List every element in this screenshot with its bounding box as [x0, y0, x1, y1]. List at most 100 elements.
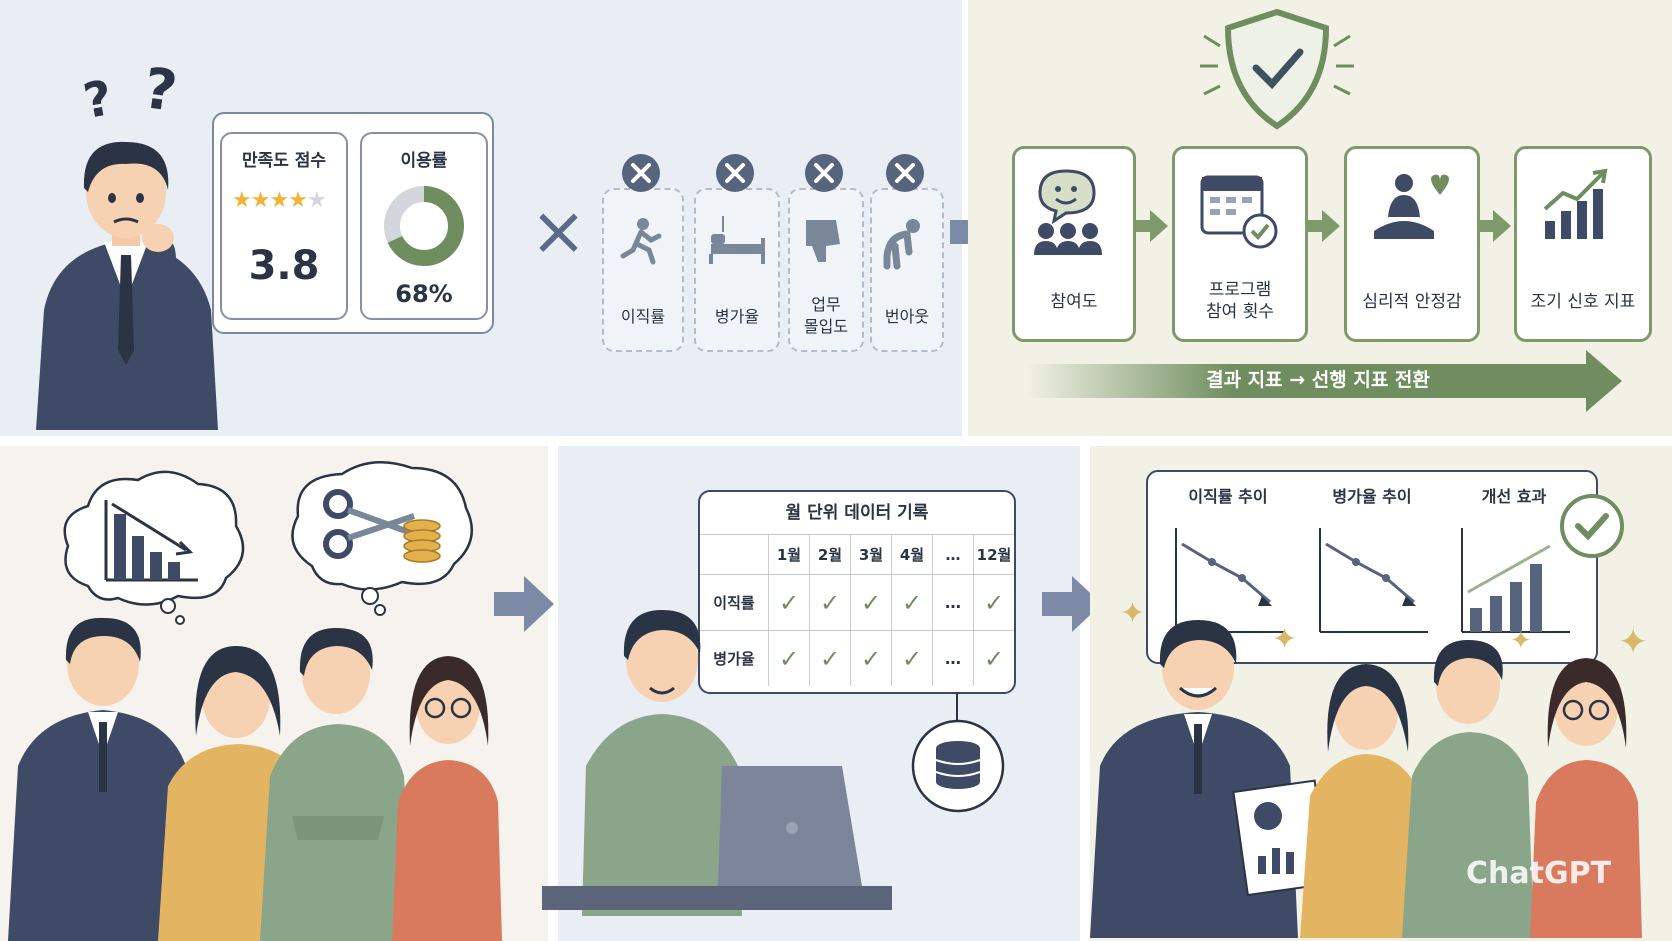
panel-improvement: 이직률 추이 병가율 추이 개선 효과 ✦ ✦ ✦ ✦ ChatGPT	[1090, 446, 1672, 941]
month-header: …	[932, 534, 973, 574]
panel-budget-concern	[0, 446, 554, 941]
ellipsis-cell: …	[932, 630, 973, 686]
excluded-indicator-card: 업무 몰입도	[788, 188, 864, 352]
month-header: 12월	[973, 534, 1014, 574]
banner-text: 결과 지표 → 선행 지표 전환	[1206, 369, 1430, 391]
shield-check-icon	[1200, 8, 1354, 130]
star-icon: ★	[288, 188, 308, 213]
check-cell: ✓	[850, 574, 891, 630]
indicator-icon	[709, 216, 765, 264]
excluded-x-icon	[716, 154, 754, 192]
table-corner-cell	[700, 534, 768, 574]
step-icon	[1200, 175, 1278, 249]
excluded-indicator-card: 번아웃	[870, 188, 944, 352]
step-icon	[1374, 174, 1449, 239]
check-cell: ✓	[973, 630, 1014, 686]
star-icon: ★	[269, 188, 289, 213]
thinking-man-illustration	[36, 141, 218, 430]
step-icon	[1543, 168, 1608, 239]
trend-chart	[1319, 528, 1428, 633]
thought-bubble-scissors-coins	[291, 461, 474, 616]
satisfaction-label: 만족도 점수	[241, 151, 327, 171]
excluded-x-icon	[886, 154, 924, 192]
indicator-icon	[620, 218, 662, 265]
row-label: 이직률	[700, 574, 768, 630]
check-cell: ✓	[809, 630, 850, 686]
sparkle-icon: ✦	[1272, 622, 1298, 657]
check-cell: ✓	[768, 574, 809, 630]
check-circle-icon	[1560, 494, 1624, 558]
usage-percent: 68%	[395, 280, 453, 308]
indicator-step-label: 심리적 안정감	[1362, 292, 1462, 312]
trend-chart	[1461, 528, 1570, 633]
indicator-step-card: 조기 신호 지표	[1514, 146, 1652, 342]
trend-chart-title: 개선 효과	[1481, 487, 1547, 506]
right-arrow-icon	[1042, 576, 1102, 632]
ellipsis-cell: …	[932, 574, 973, 630]
indicator-step-label: 프로그램 참여 횟수	[1206, 280, 1274, 322]
check-cell: ✓	[891, 630, 932, 686]
thought-bubble-declining-chart	[63, 470, 245, 625]
indicator-step-card: 프로그램 참여 횟수	[1172, 146, 1308, 342]
celebrating-team-illustration	[1090, 620, 1642, 938]
month-header: 1월	[768, 534, 809, 574]
excluded-indicator-label: 번아웃	[884, 307, 930, 326]
star-icon: ★	[232, 188, 252, 213]
month-header: 3월	[850, 534, 891, 574]
excluded-indicator-label: 병가율	[714, 307, 760, 326]
star-empty-icon: ★	[306, 188, 327, 213]
trend-chart-title: 병가율 추이	[1332, 487, 1412, 506]
usage-card: 이용률 68%	[360, 132, 488, 320]
panel-leading-indicators: 참여도 프로그램 참여 횟수 심리적 안정감 조기 신호 지표 결과 지표 → 선행 …	[968, 0, 1672, 436]
indicator-step-label: 조기 신호 지표	[1530, 292, 1636, 312]
metrics-card: 만족도 점수 ★★★★★ 3.8 이용률 68%	[212, 112, 494, 334]
usage-label: 이용률	[400, 151, 448, 171]
step-arrow-icon	[1306, 210, 1340, 242]
step-arrow-icon	[1134, 210, 1168, 242]
step-arrow-icon	[1477, 210, 1511, 242]
right-arrow-icon	[494, 576, 554, 632]
excluded-indicator-card: 병가율	[694, 188, 780, 352]
excluded-indicator-card: 이직률	[602, 188, 684, 352]
month-header: 4월	[891, 534, 932, 574]
check-cell: ✓	[973, 574, 1014, 630]
step-icon	[1034, 169, 1102, 255]
trend-chart-title: 이직률 추이	[1188, 487, 1268, 506]
watermark: ChatGPT	[1466, 856, 1612, 891]
indicator-icon	[806, 220, 840, 262]
multiply-sign: ×	[530, 192, 587, 271]
star-icon: ★	[250, 188, 271, 213]
satisfaction-card: 만족도 점수 ★★★★★ 3.8	[220, 132, 348, 320]
excluded-indicator-label: 이직률	[620, 307, 666, 326]
excluded-indicator-label: 업무 몰입도	[803, 295, 849, 336]
sparkle-icon: ✦	[1618, 622, 1649, 663]
check-cell: ✓	[809, 574, 850, 630]
sparkle-icon: ✦	[1510, 626, 1532, 656]
connector-line	[956, 692, 958, 720]
indicator-step-card: 참여도	[1012, 146, 1136, 342]
row-label: 병가율	[700, 630, 768, 686]
worried-team-illustration	[8, 617, 502, 941]
indicator-step-label: 참여도	[1050, 292, 1098, 312]
question-mark-1: ?	[79, 70, 117, 130]
indicator-step-card: 심리적 안정감	[1344, 146, 1480, 342]
check-cell: ✓	[768, 630, 809, 686]
month-header: 2월	[809, 534, 850, 574]
table-title: 월 단위 데이터 기록	[785, 503, 929, 523]
panel-problem: ? ? 만족도 점수 ★★★★★ 3.8 이용률 68%	[0, 0, 1010, 436]
star-rating: ★★★★★	[232, 188, 327, 213]
check-cell: ✓	[891, 574, 932, 630]
banner-arrow	[1026, 350, 1622, 412]
usage-donut-chart	[384, 186, 464, 266]
check-cell: ✓	[850, 630, 891, 686]
satisfaction-score: 3.8	[248, 243, 320, 289]
database-icon	[911, 719, 1005, 813]
excluded-x-icon	[622, 154, 660, 192]
sparkle-icon: ✦	[1120, 596, 1146, 631]
analyst-laptop-illustration	[542, 610, 892, 916]
excluded-x-icon	[805, 154, 843, 192]
question-mark-2: ?	[139, 56, 181, 125]
indicator-icon	[883, 219, 920, 270]
